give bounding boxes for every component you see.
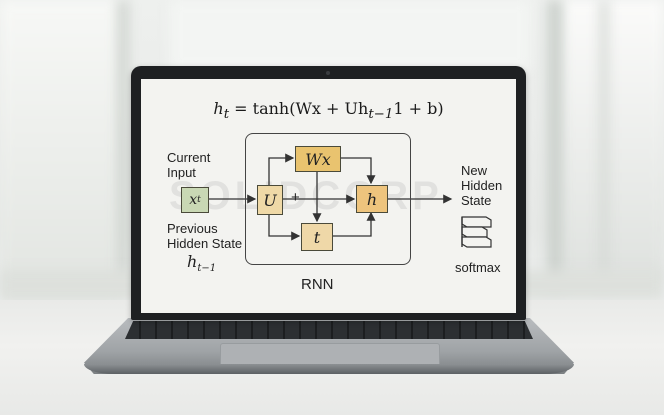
formula-h-sub: t: [223, 107, 230, 123]
node-wx: Wx: [295, 146, 341, 172]
formula-tail: 1 + b): [393, 99, 444, 118]
previous-hidden-state-label: Previous Hidden State: [167, 221, 243, 251]
laptop-keyboard: [125, 321, 533, 339]
background-mullion: [600, 0, 608, 290]
arrow-u-to-t: [268, 213, 301, 241]
input-node-symbol: x: [189, 192, 198, 208]
arrow-u-to-wx: [268, 153, 295, 185]
node-t: t: [301, 223, 333, 251]
arrow-t-to-h: [331, 211, 376, 237]
background-window-right: [560, 0, 664, 280]
rnn-formula: ht = tanh(Wx + Uht−11 + b): [141, 99, 516, 122]
laptop-lid: SOLIDCORP ht = tanh(Wx + Uht−11 + b): [131, 66, 526, 320]
new-hidden-state-label: New Hidden State: [461, 163, 503, 208]
formula-body-sub: t−1: [368, 107, 394, 123]
current-input-label: Current Input: [167, 150, 211, 180]
node-u: U: [257, 185, 283, 215]
rnn-label: RNN: [301, 276, 334, 293]
formula-body: = tanh(Wx + Uh: [229, 99, 369, 118]
softmax-stack-icon: [461, 216, 492, 248]
background-window-left: [0, 0, 120, 300]
previous-symbol-h: h: [187, 252, 198, 271]
background-mullion: [118, 0, 128, 290]
softmax-label: softmax: [455, 260, 501, 275]
rnn-block: [245, 133, 411, 265]
watermark: SOLIDCORP: [169, 174, 443, 218]
background-window-top: [170, 0, 530, 70]
laptop-screen: SOLIDCORP ht = tanh(Wx + Uht−11 + b): [141, 79, 516, 313]
formula-h: h: [213, 99, 224, 118]
arrow-wx-to-h: [339, 157, 376, 185]
previous-hidden-symbol: ht−1: [187, 252, 216, 274]
previous-symbol-sub: t−1: [197, 263, 217, 275]
background-mullion: [548, 0, 562, 290]
laptop-base-front: [84, 364, 574, 374]
node-h: h: [356, 185, 388, 213]
camera-icon: [326, 71, 330, 75]
rnn-wiring: [207, 153, 492, 248]
plus-sign: +: [291, 189, 300, 206]
input-node-sub: t: [197, 195, 201, 205]
